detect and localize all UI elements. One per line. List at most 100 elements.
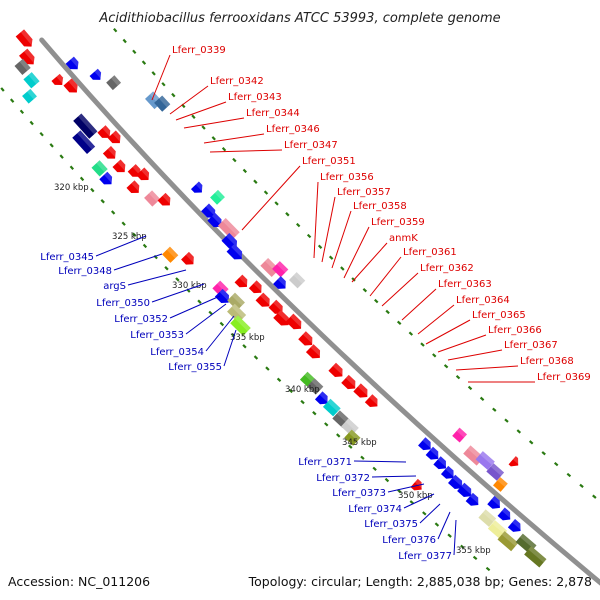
- reverse-gene-label: Lferr_0354: [150, 347, 204, 358]
- gene-highlight: [68, 78, 78, 92]
- tick-mark: [340, 266, 345, 271]
- tick-mark: [242, 168, 247, 174]
- gene-shape: [328, 362, 343, 377]
- tick-mark: [384, 477, 390, 483]
- gene-shape: [298, 331, 313, 346]
- leader-line: [113, 253, 163, 271]
- tick-mark: [171, 92, 176, 98]
- gene-highlight: [461, 482, 472, 496]
- tick-mark: [296, 222, 301, 228]
- gene-shape: [524, 546, 547, 568]
- gene-highlight: [277, 309, 290, 325]
- gene-highlight: [226, 233, 238, 248]
- gene-shape: [272, 261, 289, 278]
- gene-shape: [217, 218, 240, 240]
- forward-gene-label: Lferr_0356: [320, 172, 374, 183]
- gene-highlight: [422, 437, 432, 449]
- gene-shape: [112, 159, 126, 173]
- gene-shape: [425, 446, 439, 460]
- gene-highlight: [195, 181, 203, 192]
- tick-mark: [324, 422, 329, 427]
- gene-feature: [106, 75, 122, 91]
- gene-feature: [230, 315, 251, 336]
- gene-feature: [201, 203, 216, 218]
- gene-shape: [255, 292, 270, 307]
- gene-shape: [248, 280, 262, 294]
- gene-feature: [486, 463, 505, 481]
- forward-gene-label: Lferr_0358: [353, 201, 407, 212]
- leader-line: [313, 181, 319, 259]
- tick-mark: [19, 109, 25, 115]
- reverse-gene-label: Lferr_0348: [58, 266, 112, 277]
- gene-shape: [72, 130, 96, 155]
- gene-feature: [65, 56, 79, 70]
- gene-feature: [497, 531, 519, 552]
- gene-feature: [410, 478, 423, 491]
- gene-shape: [97, 125, 111, 138]
- tick-mark: [528, 440, 534, 445]
- gene-highlight: [131, 180, 140, 193]
- kbp-marker: 355 kbp: [456, 546, 491, 556]
- leader-line: [169, 295, 221, 319]
- gene-shape: [497, 507, 511, 521]
- gene-feature: [314, 391, 329, 405]
- leader-line: [371, 475, 417, 478]
- reverse-gene-label: Lferr_0373: [332, 488, 386, 499]
- tick-mark: [211, 136, 216, 141]
- gene-feature: [418, 437, 432, 451]
- gene-highlight: [212, 212, 222, 227]
- reverse-gene-label: Lferr_0376: [382, 535, 436, 546]
- gene-feature: [72, 130, 96, 155]
- gene-feature: [268, 299, 284, 314]
- gene-shape: [448, 474, 463, 489]
- gene-shape: [99, 171, 113, 185]
- gene-highlight: [310, 344, 321, 358]
- tick-mark: [362, 288, 368, 293]
- gene-feature: [478, 509, 497, 527]
- tick-mark: [39, 131, 44, 137]
- gene-shape: [65, 56, 79, 70]
- gene-feature: [425, 446, 439, 460]
- gene-shape: [307, 378, 324, 395]
- tick-mark: [141, 60, 147, 65]
- gene-feature: [307, 378, 324, 395]
- gene-feature: [524, 546, 547, 568]
- tick-mark: [566, 472, 572, 478]
- gene-shape: [19, 48, 35, 65]
- tick-mark: [201, 125, 206, 130]
- tick-mark: [541, 451, 546, 456]
- gene-feature: [19, 48, 35, 65]
- gene-highlight: [141, 167, 150, 180]
- tick-mark: [553, 461, 559, 467]
- gene-highlight: [239, 274, 248, 287]
- tick-mark: [285, 212, 290, 217]
- gene-shape: [89, 68, 102, 80]
- gene-shape: [341, 374, 356, 390]
- gene-shape: [410, 478, 422, 491]
- leader-line: [203, 133, 265, 144]
- tick-mark: [492, 407, 497, 412]
- gene-shape: [288, 272, 306, 289]
- gene-shape: [91, 160, 108, 177]
- gene-shape: [144, 190, 161, 207]
- kbp-marker: 330 kbp: [172, 281, 207, 291]
- gene-highlight: [96, 160, 108, 173]
- gene-shape: [353, 383, 368, 398]
- leader-line: [455, 365, 519, 371]
- gene-feature: [507, 519, 522, 532]
- tick-mark: [59, 154, 64, 159]
- gene-feature: [226, 243, 243, 260]
- gene-feature: [344, 429, 361, 446]
- gene-shape: [314, 391, 328, 405]
- gene-shape: [207, 212, 222, 228]
- kbp-marker: 340 kbp: [285, 385, 320, 395]
- forward-gene-label: Lferr_0369: [537, 372, 591, 383]
- gene-feature: [214, 288, 230, 304]
- tick-mark: [372, 466, 377, 472]
- gene-highlight: [26, 88, 37, 100]
- leader-line: [353, 460, 407, 463]
- gene-highlight: [302, 331, 313, 345]
- tick-mark: [191, 114, 196, 119]
- reverse-gene-label: Lferr_0371: [298, 457, 352, 468]
- gene-feature: [227, 292, 245, 311]
